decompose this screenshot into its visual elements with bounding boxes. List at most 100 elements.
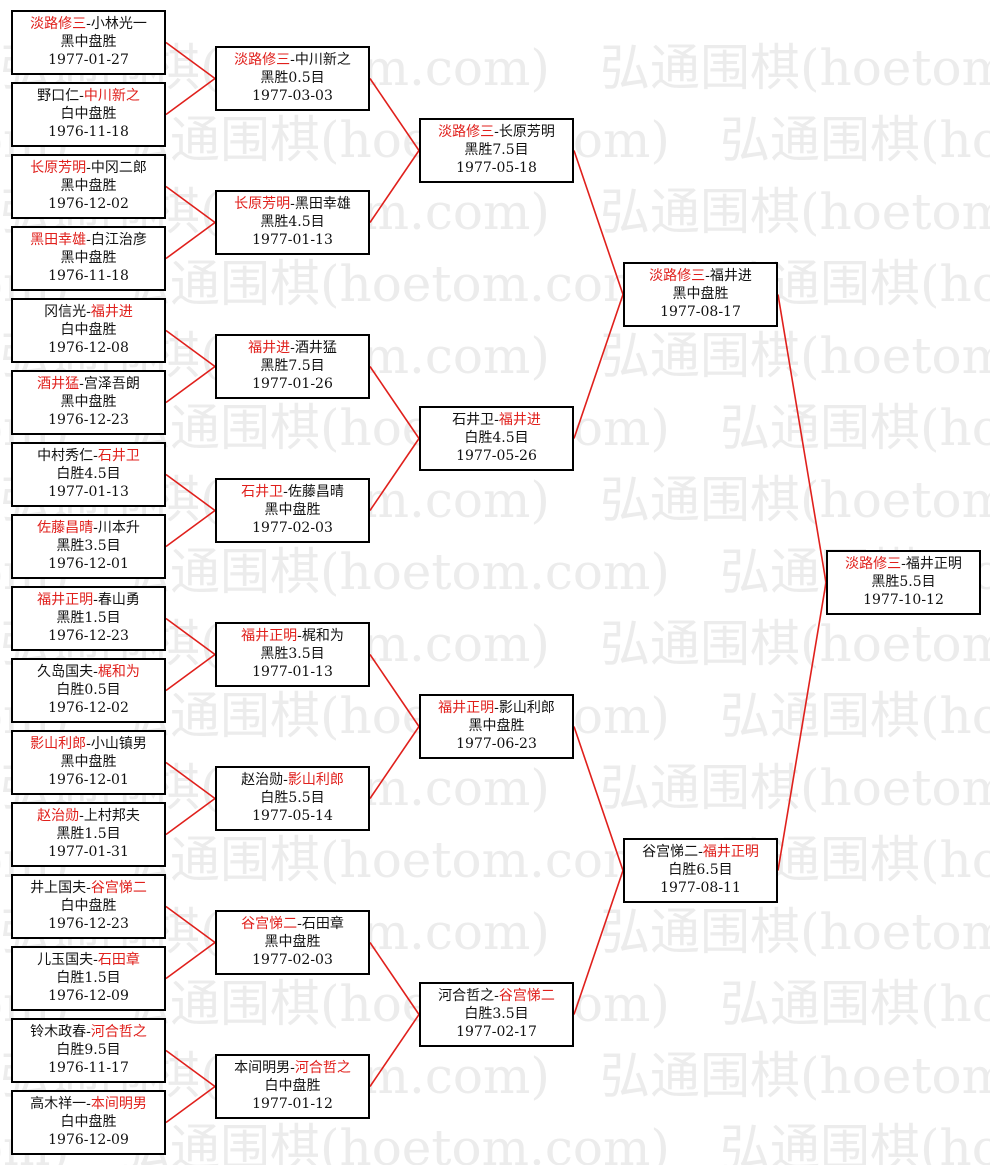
- bracket-connector: [165, 185, 216, 224]
- separator: -: [79, 808, 84, 824]
- match-players: 井上国夫-谷宫悌二: [13, 879, 164, 897]
- match-date: 1977-01-12: [252, 1096, 333, 1112]
- bracket-connector: [573, 726, 624, 871]
- player-white: 中川新之: [294, 52, 351, 68]
- separator: -: [93, 664, 98, 680]
- match-players: 赵治勋-上村邦夫: [13, 807, 164, 825]
- match-date: 1976-12-23: [48, 628, 129, 644]
- match-result: 黑中盘胜: [60, 34, 117, 50]
- player-black: 赵治勋: [241, 772, 284, 788]
- player-black: 福井正明: [438, 700, 495, 716]
- separator: -: [494, 412, 499, 428]
- player-white: 福井进: [709, 268, 752, 284]
- match-players: 长原芳明-中冈二郎: [13, 159, 164, 177]
- player-black: 长原芳明: [30, 160, 87, 176]
- player-black: 谷宫悌二: [642, 844, 699, 860]
- match-date: 1977-01-26: [252, 376, 333, 392]
- player-black: 淡路修三: [234, 52, 291, 68]
- player-black: 酒井猛: [37, 376, 80, 392]
- match-result: 黑中盘胜: [60, 178, 117, 194]
- match-date: 1976-12-02: [48, 700, 129, 716]
- match-result: 黑胜4.5目: [260, 214, 325, 230]
- match-result: 黑中盘胜: [60, 754, 117, 770]
- separator: -: [290, 1060, 295, 1076]
- player-white: 影山利郎: [498, 700, 555, 716]
- match-date: 1976-11-18: [48, 124, 129, 140]
- match-date: 1976-12-09: [48, 1132, 129, 1148]
- bracket-connector: [369, 654, 420, 727]
- player-white: 梶和为: [97, 664, 140, 680]
- separator: -: [86, 1024, 91, 1040]
- match-date: 1976-12-23: [48, 412, 129, 428]
- separator: -: [86, 160, 91, 176]
- match-result: 白胜4.5目: [464, 430, 529, 446]
- bracket-connector: [165, 221, 216, 260]
- match-result: 黑中盘胜: [264, 502, 321, 518]
- player-black: 福井进: [248, 340, 291, 356]
- player-black: 佐藤昌晴: [37, 520, 94, 536]
- match-result: 白胜0.5目: [56, 682, 121, 698]
- player-white: 春山勇: [97, 592, 140, 608]
- player-black: 黑田幸雄: [30, 232, 87, 248]
- separator: -: [86, 232, 91, 248]
- match-players: 石井卫-佐藤昌晴: [217, 483, 368, 501]
- match-date: 1976-11-17: [48, 1060, 129, 1076]
- player-white: 福井进: [498, 412, 541, 428]
- match-players: 黑田幸雄-白江治彦: [13, 231, 164, 249]
- match-date: 1976-12-09: [48, 988, 129, 1004]
- player-black: 淡路修三: [30, 16, 87, 32]
- match-players: 赵治勋-影山利郎: [217, 771, 368, 789]
- match-result: 白中盘胜: [60, 898, 117, 914]
- player-black: 久岛国夫: [37, 664, 94, 680]
- player-black: 谷宫悌二: [241, 916, 298, 932]
- bracket-connector: [165, 617, 216, 656]
- player-black: 野口仁: [37, 88, 80, 104]
- separator: -: [494, 700, 499, 716]
- player-black: 长原芳明: [234, 196, 291, 212]
- match-result: 黑胜3.5目: [56, 538, 121, 554]
- match-date: 1976-12-01: [48, 772, 129, 788]
- player-black: 本间明男: [234, 1060, 291, 1076]
- match-players: 儿玉国夫-石田章: [13, 951, 164, 969]
- player-white: 宫泽吾朗: [83, 376, 140, 392]
- player-black: 淡路修三: [649, 268, 706, 284]
- match-result: 黑胜0.5目: [260, 70, 325, 86]
- player-black: 冈信光: [44, 304, 87, 320]
- match-result: 白中盘胜: [60, 1114, 117, 1130]
- match-result: 白胜5.5目: [260, 790, 325, 806]
- match-result: 黑胜7.5目: [260, 358, 325, 374]
- player-white: 河合哲之: [294, 1060, 351, 1076]
- player-black: 井上国夫: [30, 880, 87, 896]
- match-date: 1976-12-01: [48, 556, 129, 572]
- match-date: 1977-05-18: [456, 160, 537, 176]
- player-black: 福井正明: [37, 592, 94, 608]
- match-result: 白中盘胜: [60, 322, 117, 338]
- match-date: 1977-02-03: [252, 520, 333, 536]
- player-white: 谷宫悌二: [498, 988, 555, 1004]
- separator: -: [93, 448, 98, 464]
- match-players: 淡路修三-中川新之: [217, 51, 368, 69]
- match-box: 久岛国夫-梶和为白胜0.5目 1976-12-02: [11, 658, 166, 723]
- match-date: 1977-01-13: [48, 484, 129, 500]
- match-players: 淡路修三-小林光一: [13, 15, 164, 33]
- separator: -: [86, 16, 91, 32]
- match-date: 1977-08-17: [660, 304, 741, 320]
- player-white: 上村邦夫: [83, 808, 140, 824]
- bracket-connector: [369, 78, 420, 151]
- player-black: 石井卫: [241, 484, 284, 500]
- player-white: 福井正明: [702, 844, 759, 860]
- separator: -: [901, 556, 906, 572]
- player-white: 福井正明: [905, 556, 962, 572]
